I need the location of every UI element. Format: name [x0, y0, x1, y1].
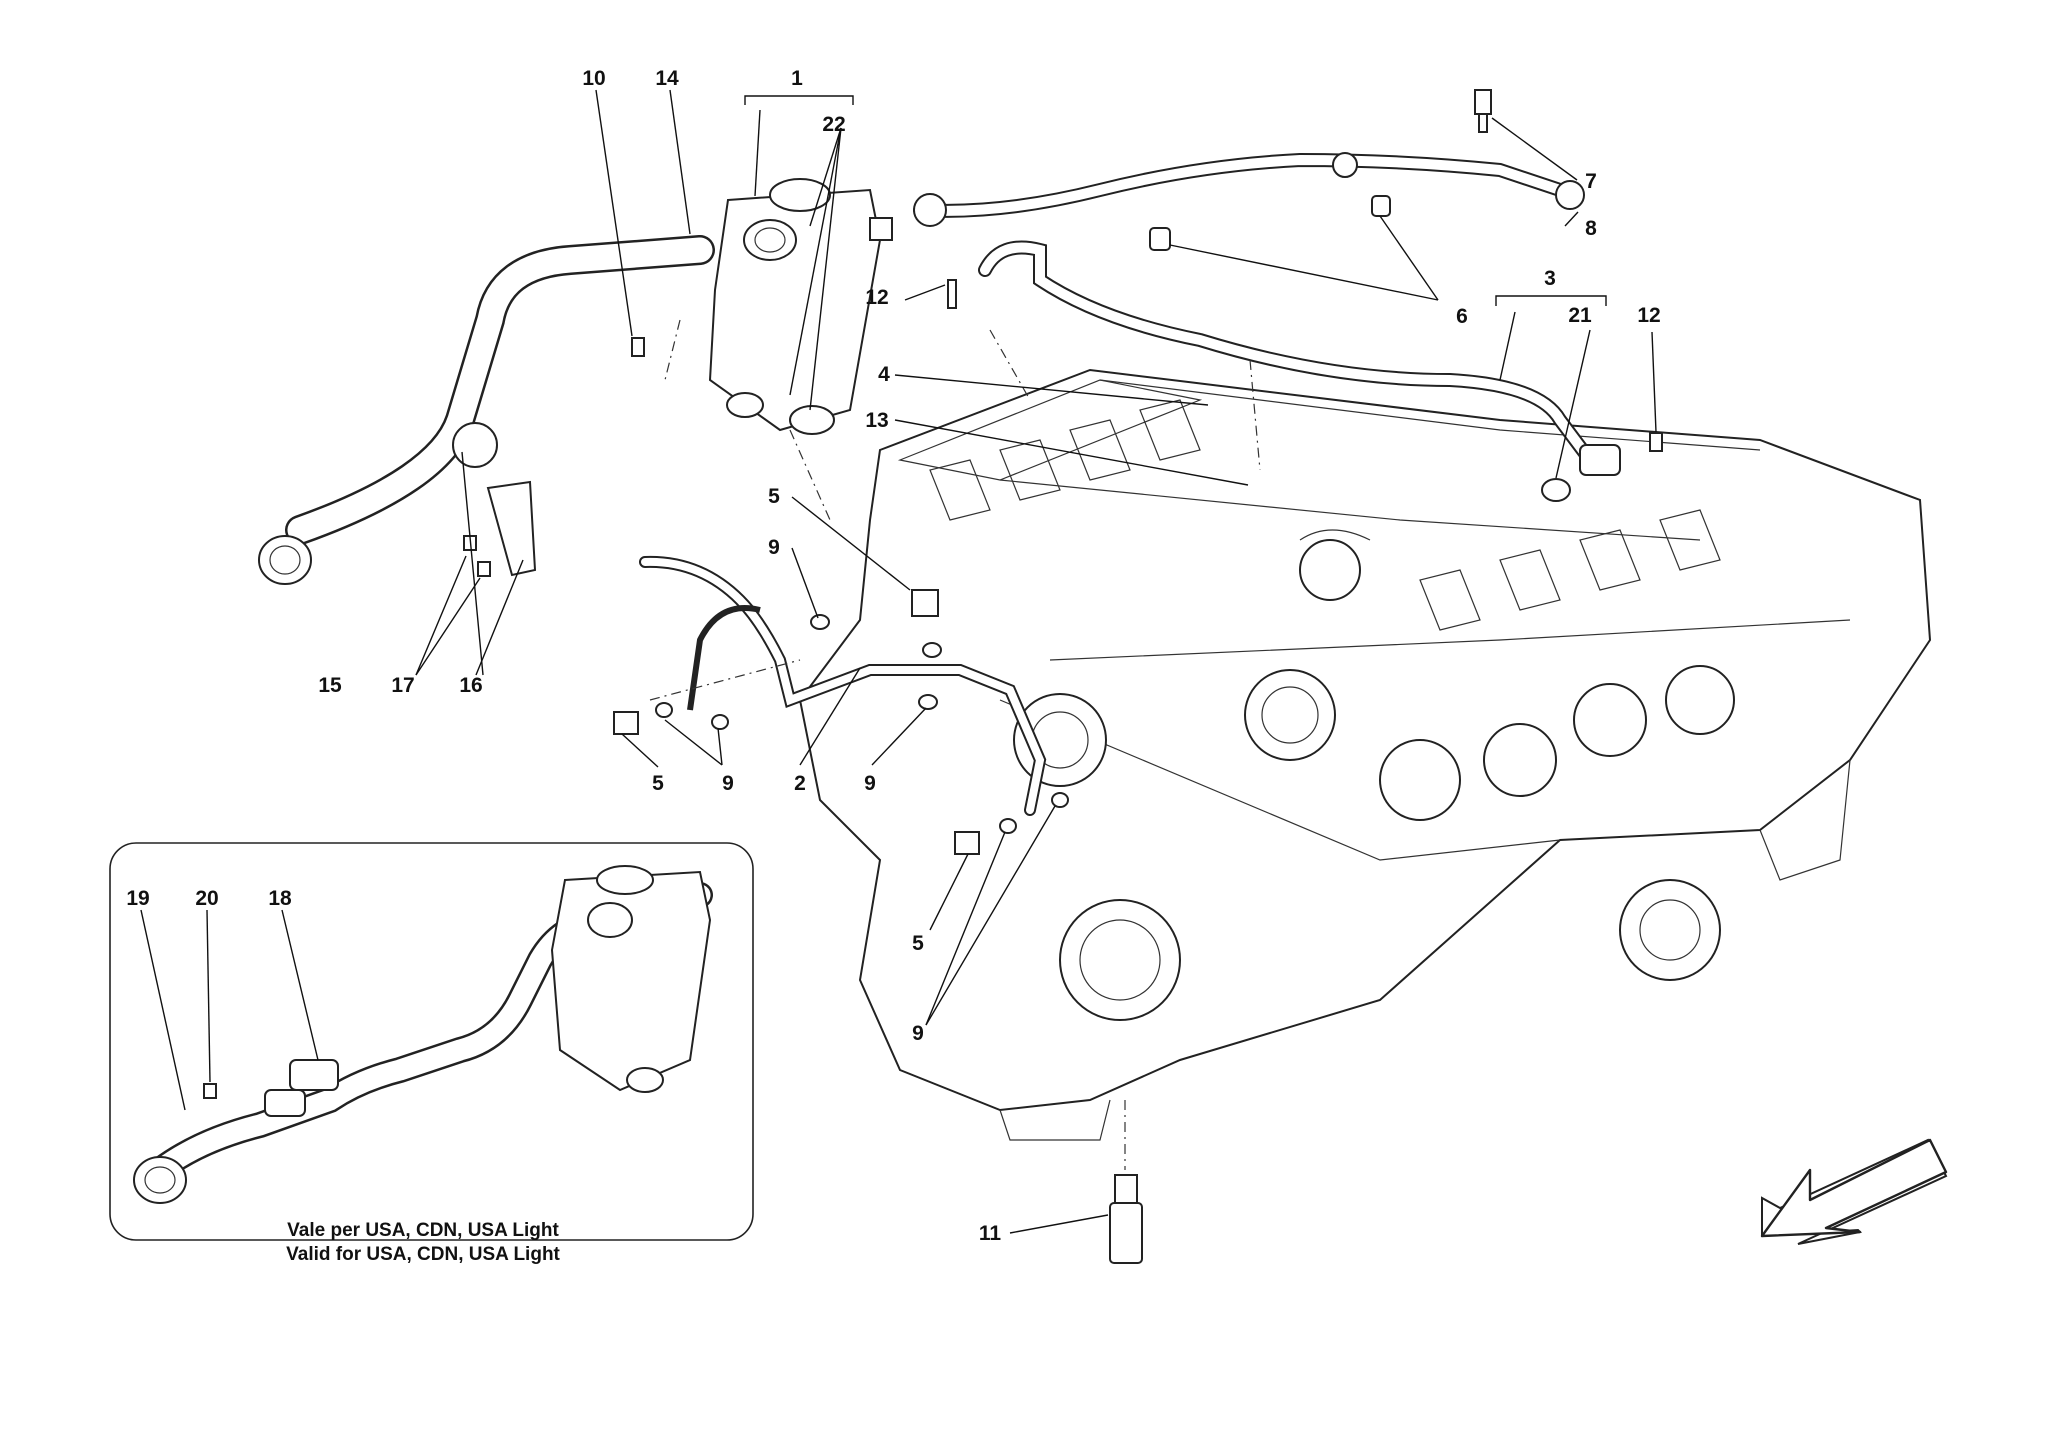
callout-13: 13	[865, 409, 888, 432]
callout-2: 2	[794, 772, 806, 795]
callout-1: 1	[791, 67, 803, 90]
callout-17: 17	[391, 674, 414, 697]
inset-note: Vale per USA, CDN, USA Light Valid for U…	[286, 1220, 560, 1265]
callout-21: 21	[1568, 304, 1592, 327]
inset-note-italian: Vale per USA, CDN, USA Light	[287, 1220, 559, 1241]
callout-9-upper: 9	[768, 536, 780, 559]
breather-pipe-main	[258, 235, 715, 585]
engine-block	[798, 368, 1932, 1141]
callout-15: 15	[318, 674, 342, 697]
callout-9-left: 9	[722, 772, 734, 795]
inset-note-english: Valid for USA, CDN, USA Light	[286, 1244, 560, 1265]
callout-3: 3	[1544, 267, 1556, 290]
callout-5-lower: 5	[912, 932, 924, 955]
callout-19: 19	[126, 887, 149, 910]
callout-12-left: 12	[865, 286, 888, 309]
breather-pipe-middle	[947, 240, 1663, 502]
callout-labels: 1 22 10 14 7 8 6 3 21 12 12 4 13 5 9 15 …	[126, 67, 1660, 1245]
callout-10: 10	[582, 67, 605, 90]
callout-14: 14	[655, 67, 679, 90]
pipe-clips	[1149, 195, 1391, 251]
callout-6: 6	[1456, 305, 1468, 328]
front-direction-arrow-icon	[1760, 1138, 1948, 1245]
inset-variant-box: Vale per USA, CDN, USA Light	[109, 842, 754, 1241]
oil-pipe-assembly	[613, 555, 1069, 855]
callout-16: 16	[459, 674, 482, 697]
callout-12-right: 12	[1637, 304, 1660, 327]
callout-18: 18	[268, 887, 292, 910]
callout-11: 11	[979, 1222, 1002, 1245]
assembly-lines	[649, 319, 1261, 1170]
callout-9-lower: 9	[912, 1022, 924, 1045]
callout-7: 7	[1585, 170, 1597, 193]
oil-sensor	[1109, 1174, 1143, 1264]
callout-5-upper: 5	[768, 485, 780, 508]
callout-5-left: 5	[652, 772, 664, 795]
oil-separator-unit	[631, 178, 893, 435]
breather-pipe-upper	[913, 89, 1585, 227]
callout-20: 20	[195, 887, 218, 910]
callout-9-mid: 9	[864, 772, 876, 795]
callout-22: 22	[822, 113, 845, 136]
leader-lines	[415, 89, 1657, 1234]
callout-8: 8	[1585, 217, 1597, 240]
callout-4: 4	[878, 363, 890, 386]
